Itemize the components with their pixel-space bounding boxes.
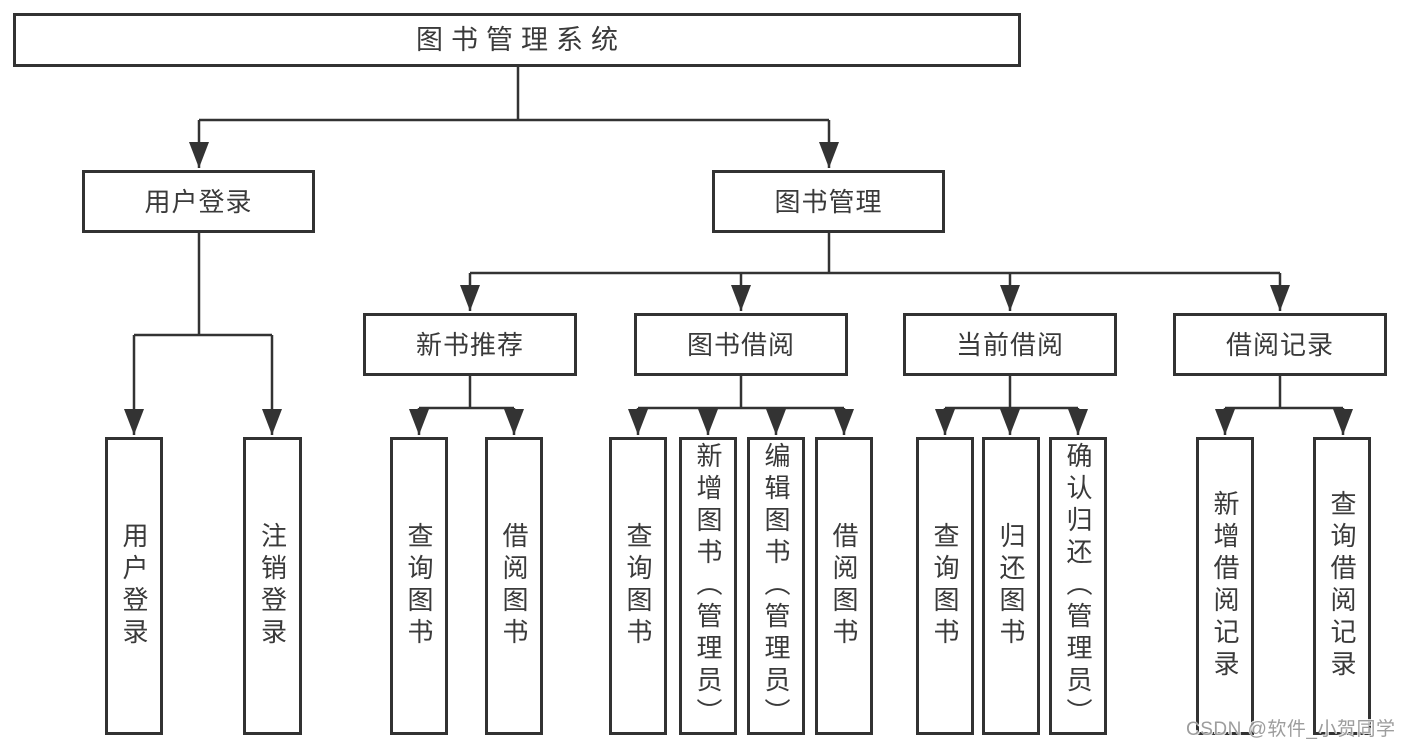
node-label: 借阅记录 [1225, 329, 1334, 360]
node-leaf-logout: 注销登录 [243, 437, 302, 735]
edges-from-new-book-rec [409, 376, 524, 435]
node-leaf-add-borrow-record: 新增借阅记录 [1196, 437, 1254, 735]
node-new-book-recommend: 新书推荐 [363, 313, 577, 376]
node-leaf-query-borrow-record: 查询借阅记录 [1313, 437, 1371, 735]
node-book-borrow: 图书借阅 [634, 313, 848, 376]
node-label: 借阅图书 [499, 522, 529, 650]
node-label: 查询图书 [623, 522, 653, 650]
edges-from-current-borrow [935, 376, 1088, 435]
node-label: 注销登录 [257, 522, 288, 650]
edges-from-root [189, 67, 839, 168]
node-root-system: 图书管理系统 [13, 13, 1021, 67]
edges-from-borrow-records [1215, 376, 1353, 435]
node-leaf-query-book-rec: 查询图书 [390, 437, 448, 735]
node-leaf-query-book-current: 查询图书 [916, 437, 974, 735]
node-leaf-return-book: 归还图书 [982, 437, 1040, 735]
node-borrow-records: 借阅记录 [1173, 313, 1387, 376]
node-leaf-query-book-borrow: 查询图书 [609, 437, 667, 735]
node-current-borrow: 当前借阅 [903, 313, 1117, 376]
node-label: 当前借阅 [955, 329, 1064, 360]
node-label: 查询图书 [404, 522, 434, 650]
node-label: 归还图书 [996, 522, 1026, 650]
node-label: 查询借阅记录 [1327, 490, 1357, 682]
node-leaf-user-login: 用户登录 [105, 437, 163, 735]
node-leaf-edit-book-admin: 编辑图书（管理员） [747, 437, 805, 735]
node-label: 用户登录 [144, 186, 253, 217]
node-label: 新增图书（管理员） [693, 442, 723, 730]
node-leaf-borrow-book-rec: 借阅图书 [485, 437, 543, 735]
edges-from-book-mgmt [460, 233, 1290, 311]
node-label: 确认归还（管理员） [1063, 442, 1093, 730]
node-book-management: 图书管理 [712, 170, 945, 233]
node-label: 借阅图书 [829, 522, 859, 650]
node-label: 图书管理 [774, 186, 883, 217]
node-label: 新书推荐 [415, 329, 524, 360]
node-label: 查询图书 [930, 522, 960, 650]
node-label: 编辑图书（管理员） [761, 442, 791, 730]
edges-from-user-login [124, 233, 282, 435]
node-label: 图书借阅 [686, 329, 795, 360]
node-leaf-confirm-return-admin: 确认归还（管理员） [1049, 437, 1107, 735]
node-label: 用户登录 [119, 522, 149, 650]
node-leaf-add-book-admin: 新增图书（管理员） [679, 437, 737, 735]
node-user-login: 用户登录 [82, 170, 315, 233]
edges-from-book-borrow [628, 376, 854, 435]
node-leaf-borrow-book-borrow: 借阅图书 [815, 437, 873, 735]
node-label: 新增借阅记录 [1210, 490, 1240, 682]
node-label: 图书管理系统 [416, 24, 626, 55]
